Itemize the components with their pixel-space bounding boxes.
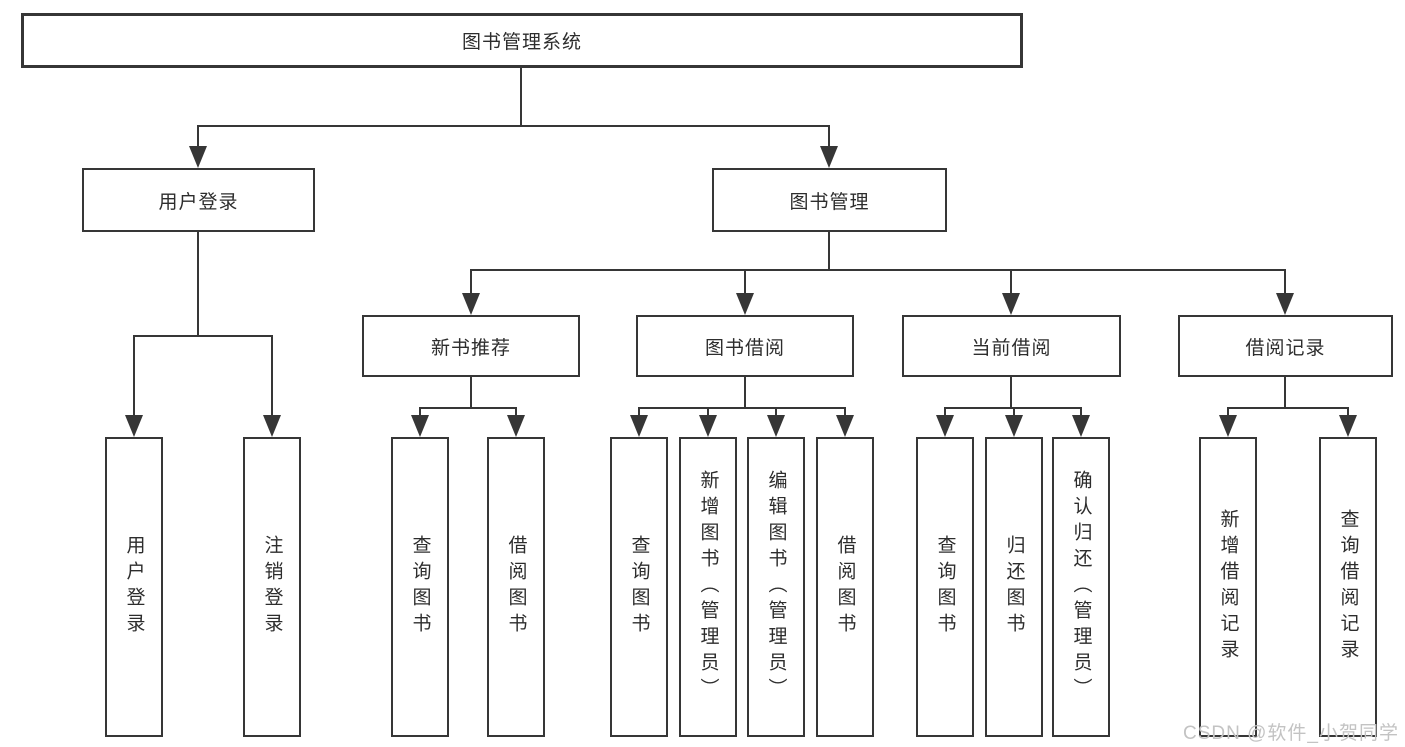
leaf-query-books-borrow: 查询图书 bbox=[610, 437, 668, 737]
connector-line bbox=[470, 269, 472, 295]
arrowhead-down-icon bbox=[836, 415, 854, 437]
arrowhead-down-icon bbox=[462, 293, 480, 315]
node-label: 图书管理 bbox=[789, 191, 870, 213]
connector-line bbox=[775, 407, 777, 417]
connector-line bbox=[844, 407, 846, 417]
leaf-query-books-recommend: 查询图书 bbox=[391, 437, 449, 737]
leaf-add-books-admin: 新增图书（管理员） bbox=[679, 437, 737, 737]
leaf-label: 归还图书 bbox=[1003, 535, 1025, 639]
connector-line bbox=[197, 125, 199, 148]
connector-line bbox=[744, 377, 746, 407]
connector-line bbox=[471, 269, 1285, 271]
leaf-confirm-return-admin: 确认归还（管理员） bbox=[1052, 437, 1110, 737]
node-borrowing-records: 借阅记录 bbox=[1178, 315, 1393, 377]
connector-line bbox=[134, 335, 272, 337]
connector-line bbox=[828, 125, 830, 148]
connector-line bbox=[707, 407, 709, 417]
arrowhead-down-icon bbox=[411, 415, 429, 437]
connector-line bbox=[133, 335, 135, 417]
connector-line bbox=[1013, 407, 1015, 417]
connector-line bbox=[419, 407, 421, 417]
leaf-label: 新增借阅记录 bbox=[1217, 509, 1239, 665]
connector-line bbox=[639, 407, 845, 409]
arrowhead-down-icon bbox=[1002, 293, 1020, 315]
node-library-management-system: 图书管理系统 bbox=[21, 13, 1023, 68]
connector-line bbox=[1284, 377, 1286, 407]
leaf-query-borrow-record: 查询借阅记录 bbox=[1319, 437, 1377, 737]
connector-line bbox=[197, 125, 830, 127]
leaf-label: 注销登录 bbox=[261, 535, 283, 639]
connector-line bbox=[515, 407, 517, 417]
connector-line bbox=[1227, 407, 1229, 417]
node-label: 图书管理系统 bbox=[461, 32, 582, 53]
node-book-borrowing: 图书借阅 bbox=[636, 315, 854, 377]
arrowhead-down-icon bbox=[125, 415, 143, 437]
leaf-label: 查询借阅记录 bbox=[1337, 509, 1359, 665]
node-current-borrowing: 当前借阅 bbox=[902, 315, 1121, 377]
leaf-return-books: 归还图书 bbox=[985, 437, 1043, 737]
connector-line bbox=[1347, 407, 1349, 417]
leaf-logout: 注销登录 bbox=[243, 437, 301, 737]
leaf-borrow-books: 借阅图书 bbox=[816, 437, 874, 737]
arrowhead-down-icon bbox=[1219, 415, 1237, 437]
node-label: 当前借阅 bbox=[971, 337, 1052, 359]
arrowhead-down-icon bbox=[1072, 415, 1090, 437]
connector-line bbox=[944, 407, 946, 417]
leaf-label: 查询图书 bbox=[409, 535, 431, 639]
leaf-label: 编辑图书（管理员） bbox=[765, 470, 787, 704]
connector-line bbox=[197, 232, 199, 335]
connector-line bbox=[638, 407, 640, 417]
connector-line bbox=[1080, 407, 1082, 417]
arrowhead-down-icon bbox=[767, 415, 785, 437]
leaf-label: 确认归还（管理员） bbox=[1070, 470, 1092, 704]
node-user-login: 用户登录 bbox=[82, 168, 315, 232]
connector-line bbox=[744, 269, 746, 295]
leaf-label: 用户登录 bbox=[123, 535, 145, 639]
node-label: 新书推荐 bbox=[430, 337, 511, 359]
arrowhead-down-icon bbox=[1276, 293, 1294, 315]
arrowhead-down-icon bbox=[936, 415, 954, 437]
leaf-add-borrow-record: 新增借阅记录 bbox=[1199, 437, 1257, 737]
leaf-label: 查询图书 bbox=[628, 535, 650, 639]
connector-line bbox=[1284, 269, 1286, 295]
node-label: 图书借阅 bbox=[704, 337, 785, 359]
arrowhead-down-icon bbox=[1339, 415, 1357, 437]
arrowhead-down-icon bbox=[1005, 415, 1023, 437]
leaf-query-books-current: 查询图书 bbox=[916, 437, 974, 737]
connector-line bbox=[470, 377, 472, 407]
arrowhead-down-icon bbox=[699, 415, 717, 437]
arrowhead-down-icon bbox=[736, 293, 754, 315]
node-label: 借阅记录 bbox=[1245, 337, 1326, 359]
leaf-user-login: 用户登录 bbox=[105, 437, 163, 737]
leaf-label: 新增图书（管理员） bbox=[697, 470, 719, 704]
leaf-label: 借阅图书 bbox=[505, 535, 527, 639]
connector-line bbox=[1228, 407, 1348, 409]
arrowhead-down-icon bbox=[263, 415, 281, 437]
leaf-label: 借阅图书 bbox=[834, 535, 856, 639]
connector-line bbox=[1010, 377, 1012, 407]
csdn-watermark: CSDN @软件_小贺同学 bbox=[1183, 723, 1399, 744]
arrowhead-down-icon bbox=[189, 146, 207, 168]
connector-line bbox=[520, 68, 522, 125]
node-new-book-recommendation: 新书推荐 bbox=[362, 315, 580, 377]
connector-line bbox=[420, 407, 516, 409]
leaf-label: 查询图书 bbox=[934, 535, 956, 639]
arrowhead-down-icon bbox=[507, 415, 525, 437]
arrowhead-down-icon bbox=[820, 146, 838, 168]
connector-line bbox=[828, 232, 830, 269]
connector-line bbox=[1010, 269, 1012, 295]
leaf-borrow-books-recommend: 借阅图书 bbox=[487, 437, 545, 737]
connector-line bbox=[271, 335, 273, 417]
leaf-edit-books-admin: 编辑图书（管理员） bbox=[747, 437, 805, 737]
arrowhead-down-icon bbox=[630, 415, 648, 437]
node-label: 用户登录 bbox=[158, 191, 239, 213]
node-book-management: 图书管理 bbox=[712, 168, 947, 232]
